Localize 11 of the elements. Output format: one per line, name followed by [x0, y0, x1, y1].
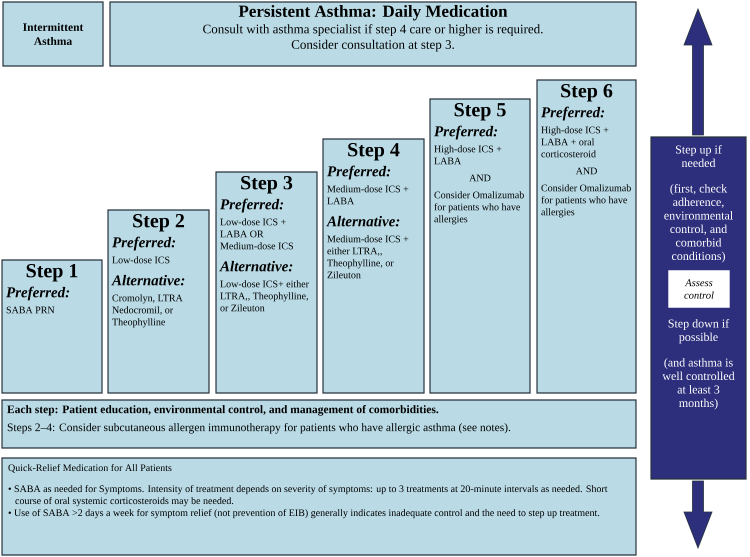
heading-box: Persistent Asthma: Daily Medication Consult with asthma specialist if step 4 care or higher is required. Consider consultation at step 3. [109, 1, 637, 67]
step-box: Step 3 Preferred: Low-dose ICS + LABA OR Medium-dose ICS Alternative: Low-dose ICS+ either LTRA,, Theophylline, or Zileuton [215, 171, 318, 394]
heading-box: Intermittent Asthma [2, 1, 104, 67]
step-box: Step 2 Preferred: Low-dose ICS Alternative: Cromolyn, LTRA Nedocromil, or Theophylline [107, 209, 210, 394]
step-box: Step 5 Preferred: High-dose ICS + LABA AND Consider Omalizumab for patients who have allergies [429, 98, 531, 394]
step-box: Step 1 Preferred: SABA PRN [1, 259, 103, 394]
note-box: Quick-Relief Medication for All Patients • SABA as needed for Symptoms. Intensity of treatment depends on severity of symptoms: up to 3 treatments at 20-minute intervals as needed. Short course of oral systemic corticosteroids may be needed. • Use of SABA >2 days a week for symptom relief (not prevention of EIB) generally indicates inadequate control and the need to step up treatment. [1, 457, 637, 556]
step-box: Step 4 Preferred: Medium-dose ICS + LABA Alternative: Medium-dose ICS + either LTRA,, Theophylline, or Zileuton [322, 138, 425, 394]
note-box: Each step: Patient education, environmental control, and management of comorbidities. Steps 2–4: Consider subcutaneous allergen immunotherapy for patients who have allergic asthma (see notes). [1, 399, 637, 449]
assess-box: Assess control [668, 270, 730, 308]
step-box: Step 6 Preferred: High-dose ICS + LABA + oral corticosteroid AND Consider Omalizumab for patients who have allergies [536, 79, 637, 394]
